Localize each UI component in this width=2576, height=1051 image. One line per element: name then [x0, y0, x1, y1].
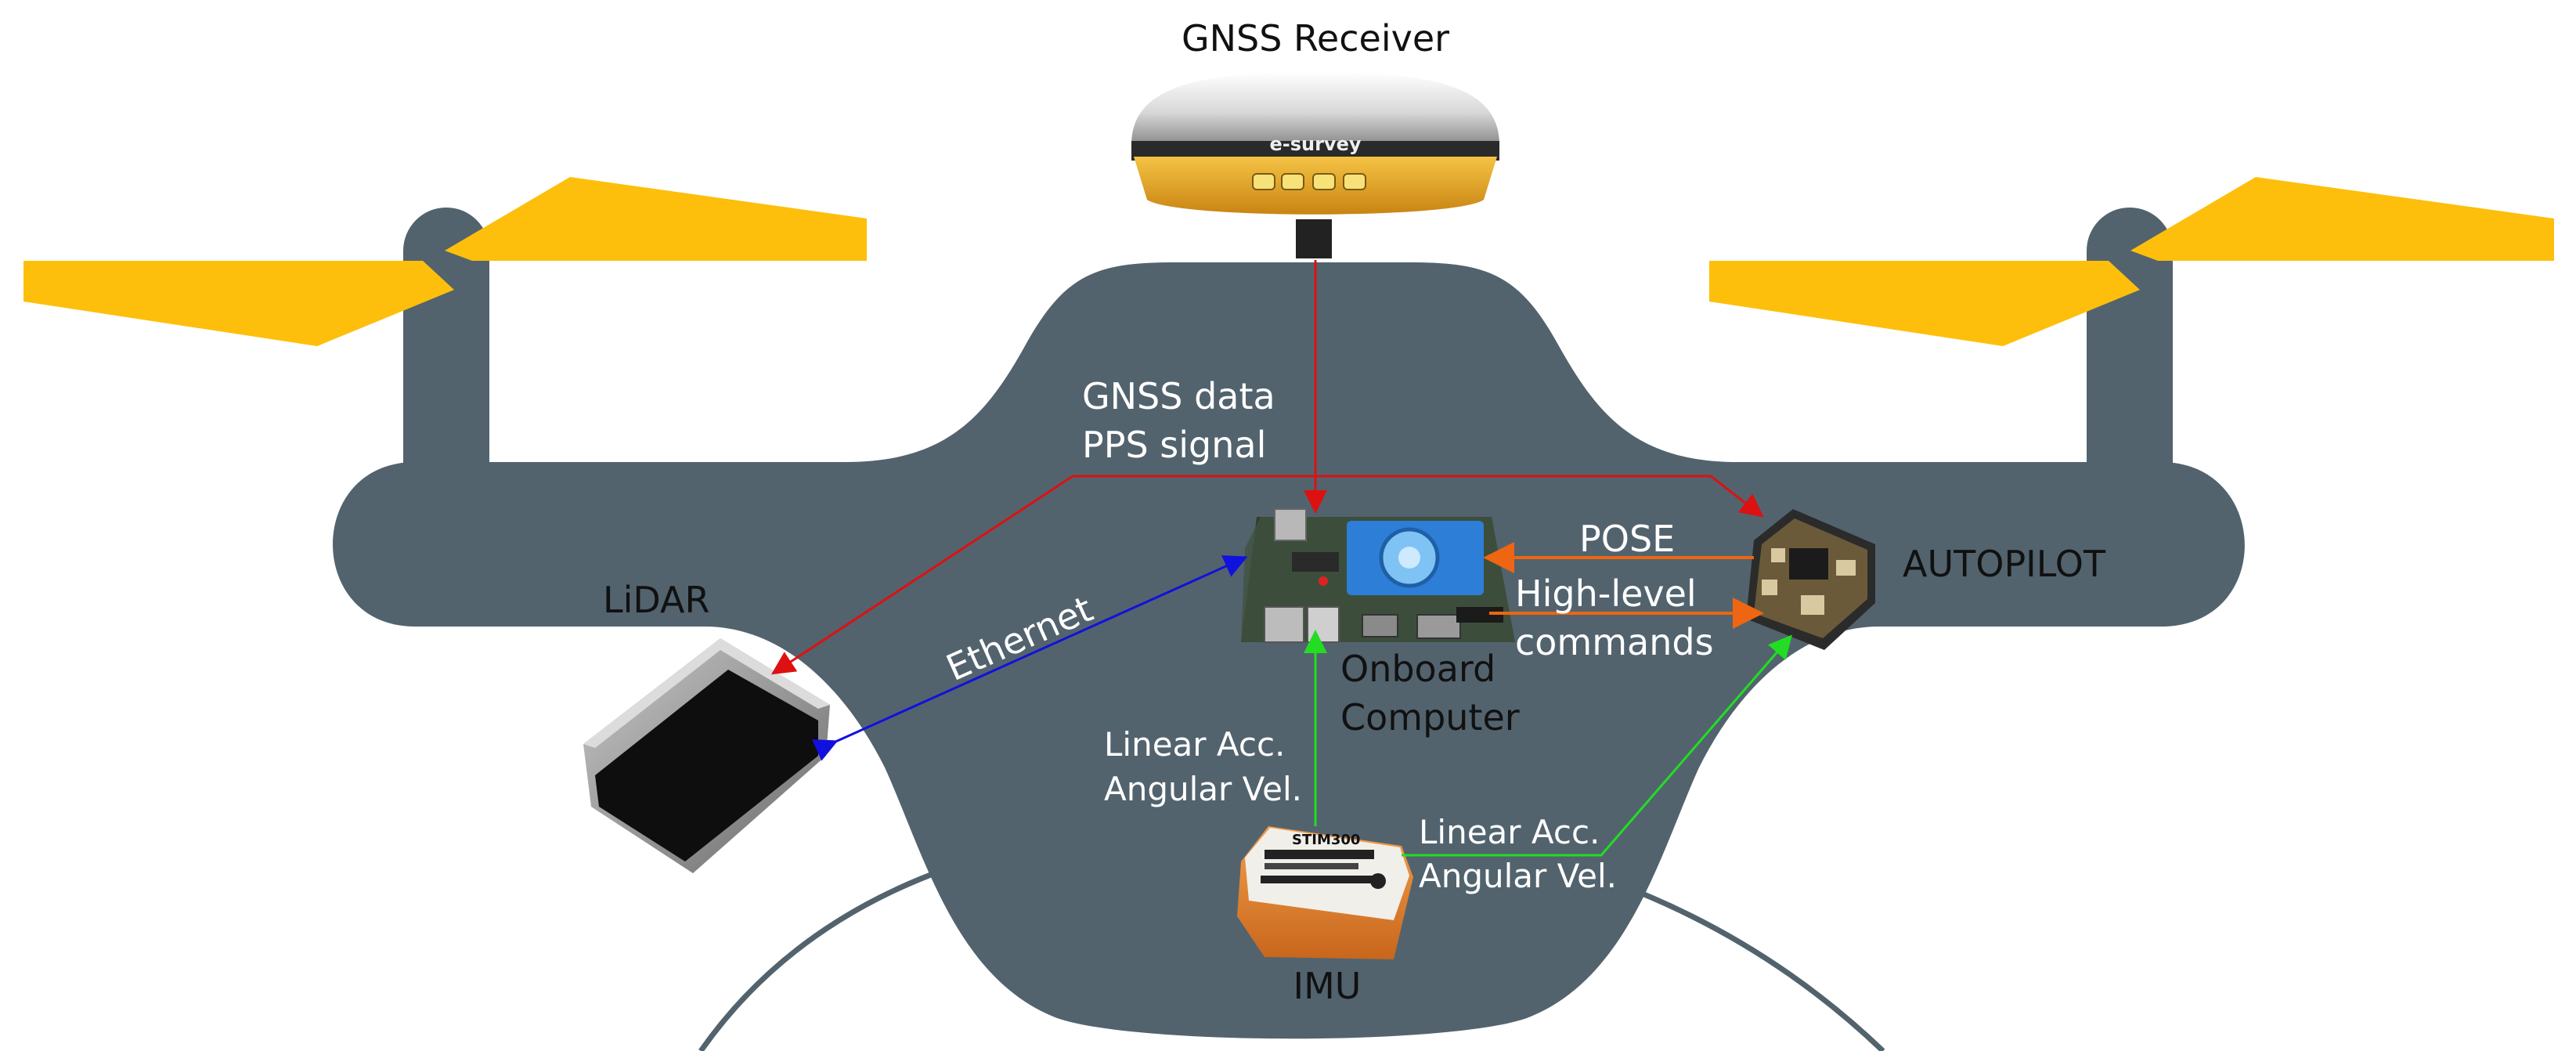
pose-label: POSE	[1579, 518, 1675, 560]
propeller-blade	[23, 261, 454, 346]
propellers	[23, 177, 2554, 346]
gnss-receiver-icon: e-survey	[1131, 72, 1499, 258]
onboard-computer-label-line1: Onboard	[1340, 648, 1495, 690]
autopilot-icon	[1746, 509, 1875, 650]
onboard-computer-label-line2: Computer	[1340, 696, 1520, 739]
propeller-blade	[2130, 177, 2554, 261]
onboard-computer-icon	[1241, 508, 1515, 643]
commands-label: commands	[1515, 621, 1714, 663]
imu-icon: STIM300	[1237, 826, 1413, 959]
imu-label: IMU	[1293, 965, 1362, 1007]
imu-computer-linear-acc-label: Linear Acc.	[1104, 725, 1285, 764]
propeller-blade	[445, 177, 867, 261]
imu-to-autopilot-arrow	[1402, 634, 1792, 857]
ethernet-arrow	[811, 555, 1248, 761]
gnss-brand-text: e-survey	[1269, 133, 1361, 155]
connections	[770, 260, 1792, 857]
autopilot-label: AUTOPILOT	[1903, 543, 2106, 585]
gnss-to-autopilot-arrow	[1073, 475, 1764, 518]
gnss-receiver-label: GNSS Receiver	[1182, 17, 1449, 60]
propeller-blade	[1709, 261, 2140, 346]
pps-signal-label: PPS signal	[1082, 424, 1266, 466]
imu-computer-angular-vel-label: Angular Vel.	[1104, 770, 1302, 808]
high-level-label: High-level	[1515, 572, 1697, 615]
imu-model-text: STIM300	[1292, 832, 1360, 848]
imu-autopilot-angular-vel-label: Angular Vel.	[1419, 857, 1617, 895]
gnss-data-label: GNSS data	[1082, 375, 1275, 417]
drone-body	[333, 262, 2245, 1039]
lidar-label: LiDAR	[603, 579, 709, 621]
lidar-icon	[583, 638, 830, 873]
imu-autopilot-linear-acc-label: Linear Acc.	[1419, 813, 1600, 851]
